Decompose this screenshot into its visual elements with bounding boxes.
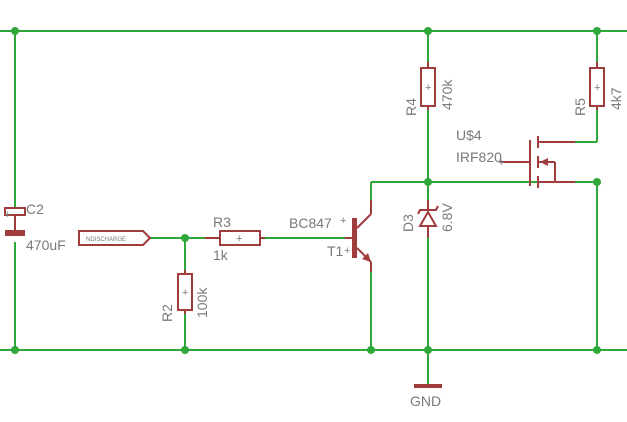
capacitor-plate-negative xyxy=(5,230,25,236)
r4-value-label: 470k xyxy=(439,79,455,110)
junction-dot xyxy=(11,27,19,35)
net-label-ndischarge[interactable]: NDISCHARGE xyxy=(78,230,152,246)
u4-name-label: U$4 xyxy=(456,127,482,143)
r5-value-label: 4k7 xyxy=(608,87,624,110)
junction-dot xyxy=(593,27,601,35)
transistor-base-bar xyxy=(352,218,357,258)
capacitor-c2[interactable]: + C2 470uF xyxy=(4,201,66,253)
mosfet-u4[interactable]: + U$4 IRF820 xyxy=(456,127,575,188)
net-label-text: NDISCHARGE xyxy=(86,237,126,243)
t1-value-label: BC847 xyxy=(289,215,332,231)
r2-value-label: 100k xyxy=(194,287,210,318)
resistor-r4[interactable]: + R4 470k xyxy=(403,62,455,116)
resistor-origin-mark: + xyxy=(182,287,188,299)
r3-name-label: R3 xyxy=(213,214,231,230)
junction-dot xyxy=(367,346,375,354)
c2-name-label: C2 xyxy=(26,201,44,217)
emitter-arrow-icon xyxy=(362,253,371,262)
junction-dot xyxy=(593,178,601,186)
transistor-collector xyxy=(356,213,372,229)
junction-dot xyxy=(424,178,432,186)
d3-value-label: 6.8V xyxy=(439,203,455,232)
junction-dot xyxy=(424,346,432,354)
resistor-origin-mark: + xyxy=(236,233,242,245)
gnd-label: GND xyxy=(410,393,441,409)
junction-dot xyxy=(181,346,189,354)
diode-triangle xyxy=(418,209,438,227)
r5-name-label: R5 xyxy=(572,98,588,116)
r2-name-label: R2 xyxy=(159,304,175,322)
u4-value-label: IRF820 xyxy=(456,149,502,165)
wires xyxy=(0,30,627,384)
resistor-r3[interactable]: + R3 1k xyxy=(205,214,265,263)
junction-dot xyxy=(424,27,432,35)
transistor-origin-mark: + xyxy=(344,245,350,257)
ground-symbol[interactable]: GND xyxy=(410,384,442,409)
zener-diode-d3[interactable]: D3 6.8V xyxy=(400,200,455,238)
polarity-plus: + xyxy=(4,209,10,221)
c2-value-label: 470uF xyxy=(26,237,66,253)
transistor-origin-mark: + xyxy=(340,215,346,227)
junctions xyxy=(11,27,601,354)
junction-dot xyxy=(593,346,601,354)
resistor-origin-mark: + xyxy=(594,82,600,94)
r3-value-label: 1k xyxy=(213,247,229,263)
resistor-r5[interactable]: + R5 4k7 xyxy=(572,62,624,116)
net-label-shape xyxy=(78,230,152,246)
mosfet-origin-mark: + xyxy=(498,157,504,169)
resistor-r2[interactable]: + R2 100k xyxy=(159,270,210,322)
transistor-t1[interactable]: + + BC847 T1 xyxy=(289,200,372,272)
d3-name-label: D3 xyxy=(400,214,416,232)
junction-dot xyxy=(181,234,189,242)
t1-name-label: T1 xyxy=(327,243,344,259)
resistor-origin-mark: + xyxy=(425,82,431,94)
ground-bar xyxy=(414,384,442,388)
mosfet-arrow-icon xyxy=(540,158,548,166)
r4-name-label: R4 xyxy=(403,98,419,116)
junction-dot xyxy=(11,346,19,354)
